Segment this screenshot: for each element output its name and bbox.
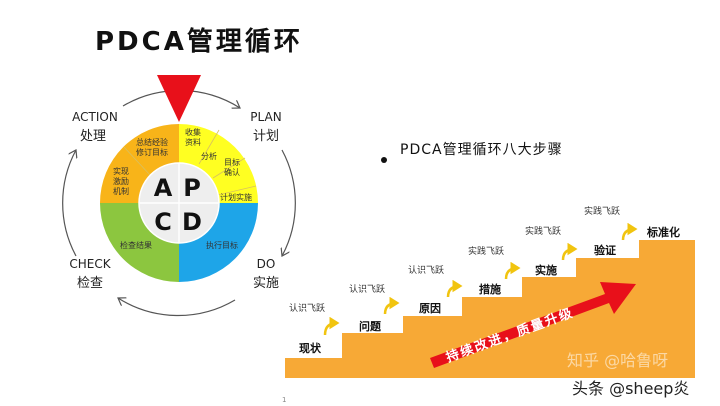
seg-a1-l1: 总结经验 xyxy=(136,137,168,147)
label-do-en: DO xyxy=(257,257,276,271)
label-action-en: ACTION xyxy=(72,110,118,124)
step-6: 验证 xyxy=(594,243,616,257)
jump-5: 实践飞跃 xyxy=(525,225,561,237)
label-plan-zh: 计划 xyxy=(253,129,279,144)
seg-p1-l1: 收集 xyxy=(185,127,201,137)
arrow-do-to-check xyxy=(118,298,236,317)
seg-a2-l1: 实现 xyxy=(113,166,129,176)
quadrant-plan xyxy=(179,124,258,203)
jump-1: 认识飞跃 xyxy=(289,302,325,314)
watermark-faint: 知乎 @哈鲁呀 xyxy=(567,351,668,370)
page-number: 1 xyxy=(282,396,286,404)
improvement-arrow xyxy=(430,282,636,368)
label-check-zh: 检查 xyxy=(77,276,103,291)
seg-a2-l2: 激励 xyxy=(113,176,129,186)
label-check-en: CHECK xyxy=(69,257,111,271)
step-2: 问题 xyxy=(359,319,382,333)
letter-p: P xyxy=(183,174,201,202)
letter-a: A xyxy=(154,174,173,202)
staircase xyxy=(285,240,695,378)
label-plan-en: PLAN xyxy=(250,110,281,124)
step-1: 现状 xyxy=(299,341,322,355)
label-do-zh: 实施 xyxy=(253,276,279,291)
jump-3: 认识飞跃 xyxy=(408,264,444,276)
jump-arrows xyxy=(323,222,638,336)
step-5: 实施 xyxy=(535,263,557,277)
title-bullet xyxy=(381,157,387,163)
watermark: 头条 @sheep炎 xyxy=(572,379,689,398)
letter-c: C xyxy=(154,208,172,236)
seg-a1-l2: 修订目标 xyxy=(136,147,168,157)
jump-4: 实践飞跃 xyxy=(468,245,504,257)
step-3: 原因 xyxy=(419,302,441,315)
seg-p3-l2: 确认 xyxy=(224,167,240,177)
arrow-plan-to-do xyxy=(282,149,296,256)
segment-dividers xyxy=(123,129,257,196)
quadrant-check xyxy=(100,203,179,282)
jump-6: 实践飞跃 xyxy=(584,205,620,217)
step-7: 标准化 xyxy=(646,225,680,239)
label-action-zh: 处理 xyxy=(80,129,106,144)
letter-d: D xyxy=(182,208,202,236)
seg-p3-l1: 目标 xyxy=(224,157,240,167)
arrow-check-to-action xyxy=(62,150,76,257)
quadrant-do xyxy=(179,203,258,282)
jump-2: 认识飞跃 xyxy=(349,283,385,295)
seg-a2-l3: 机制 xyxy=(113,186,129,196)
steps-title: PDCA管理循环八大步骤 xyxy=(400,142,563,158)
seg-c1: 检查结果 xyxy=(120,240,152,250)
seg-d1: 执行目标 xyxy=(206,240,238,250)
seg-p1-l2: 资料 xyxy=(185,137,201,147)
start-marker-triangle xyxy=(157,75,201,122)
seg-p4: 计划实施 xyxy=(220,192,252,202)
page-title: PDCA管理循环 xyxy=(95,27,303,57)
step-4: 措施 xyxy=(479,282,501,296)
seg-p2: 分析 xyxy=(201,151,217,161)
